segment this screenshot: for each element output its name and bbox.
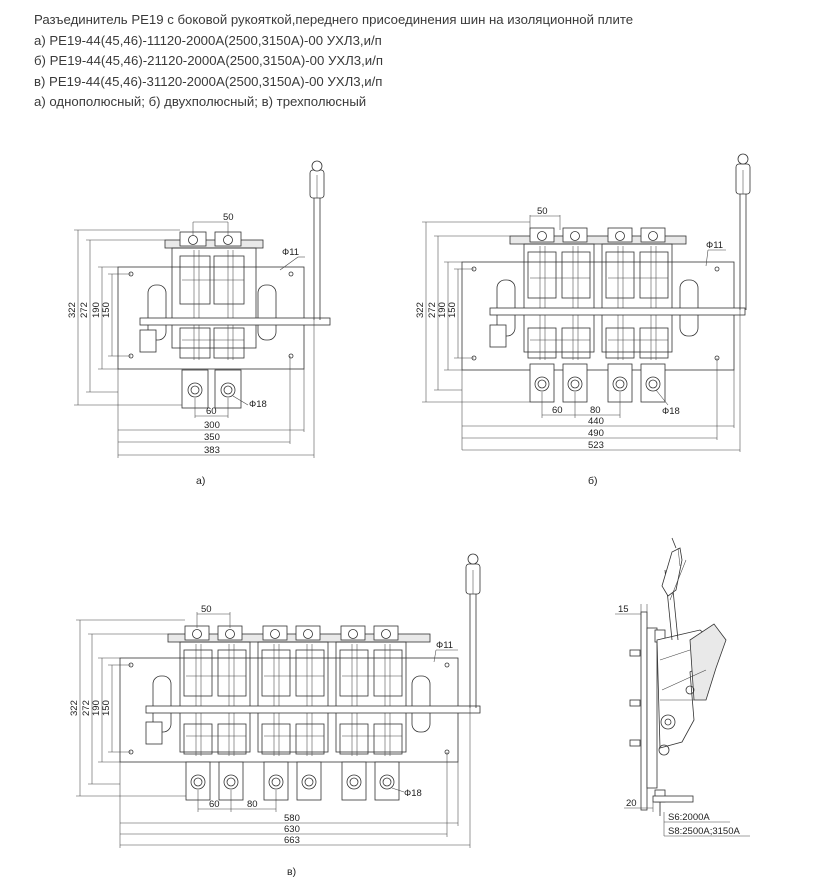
header: Разъединитель РЕ19 с боковой рукояткой,п… bbox=[34, 10, 633, 113]
drawing-b-shaft bbox=[489, 307, 746, 316]
side-top-dim: 15 bbox=[615, 604, 648, 620]
drawing-c-dim-60: 60 bbox=[209, 799, 220, 810]
drawing-c-hole-leader bbox=[433, 649, 437, 663]
drawing-b-hole-leader bbox=[705, 249, 709, 267]
drawing-a-bottom-dims: 60 300 350 383 bbox=[117, 320, 315, 458]
drawing-b-bottom-dims: 60 80 440 490 523 bbox=[461, 310, 741, 452]
drawing-a-bolt-label: Ф18 bbox=[249, 399, 267, 410]
drawing-c-pole-3 bbox=[335, 641, 407, 756]
drawing-c-dim-663: 663 bbox=[284, 835, 300, 846]
drawing-c-hole-label: Ф11 bbox=[436, 640, 453, 651]
drawing-b-handle bbox=[735, 153, 751, 310]
drawing-c-dim-580: 580 bbox=[284, 813, 300, 824]
drawing-b-busbar bbox=[509, 235, 687, 245]
drawing-a-bottom-terminals bbox=[181, 369, 242, 409]
drawing-c-pole-1 bbox=[179, 641, 251, 756]
drawing-a-bolt-leader bbox=[232, 395, 249, 406]
drawing-a-plate-holes bbox=[128, 271, 294, 359]
side-mechanism bbox=[656, 623, 727, 756]
drawing-b-hole-label: Ф11 bbox=[706, 240, 723, 251]
drawing-b-top-dim: 50 bbox=[529, 206, 561, 230]
side-note-s8: S8:2500A;3150A bbox=[668, 826, 741, 837]
drawing-b-bolt-label: Ф18 bbox=[662, 406, 680, 417]
drawing-a-dim-150: 150 bbox=[101, 302, 112, 318]
drawing-b-dim-150: 150 bbox=[447, 302, 458, 318]
drawing-c-pole-2 bbox=[257, 641, 329, 756]
drawing-b-dim-80: 80 bbox=[590, 405, 601, 416]
drawing-c-bolt-leader bbox=[391, 787, 405, 793]
drawing-a-dim-383: 383 bbox=[204, 445, 220, 456]
side-handle bbox=[661, 537, 687, 641]
drawing-title: Разъединитель РЕ19 с боковой рукояткой,п… bbox=[34, 12, 634, 27]
drawing-c-dim-272: 272 bbox=[81, 700, 92, 716]
side-dim-20: 20 bbox=[626, 798, 637, 809]
drawing-b-dim-60: 60 bbox=[552, 405, 563, 416]
drawing-c-vertical-dims: 322 272 190 150 bbox=[69, 619, 186, 797]
side-bottom-dim: 20 bbox=[624, 798, 661, 812]
drawing-b-bolt-leader bbox=[655, 389, 669, 406]
drawing-c-bottom-dims: 60 80 580 630 663 bbox=[119, 708, 471, 848]
drawing-b-pole-1 bbox=[523, 243, 595, 360]
drawing-c-dim-80: 80 bbox=[247, 799, 258, 810]
drawing-a-dim-300: 300 bbox=[204, 420, 220, 431]
drawing-c-latches bbox=[145, 675, 431, 745]
variant-c-designation: в) РЕ19-44(45,46)-31120-2000А(2500,3150А… bbox=[34, 73, 383, 89]
drawing-a-caption: а) bbox=[196, 475, 205, 487]
side-note-s6: S6:2000A bbox=[668, 812, 710, 823]
side-dim-15: 15 bbox=[618, 604, 629, 615]
drawing-b-dim-490: 490 bbox=[588, 428, 604, 439]
drawing-b-caption: б) bbox=[588, 475, 598, 487]
drawing-b-dim-322: 322 bbox=[415, 302, 426, 318]
drawing-b-dim-190: 190 bbox=[437, 302, 448, 318]
drawing-c-dim-150: 150 bbox=[101, 700, 112, 716]
side-plate bbox=[640, 611, 648, 811]
drawing-b: 322 272 190 150 50 60 80 440 490 bbox=[415, 153, 751, 487]
drawing-c-dim-630: 630 bbox=[284, 824, 300, 835]
drawing-a-top-dim: 50 bbox=[192, 212, 234, 235]
drawing-a-handle bbox=[309, 160, 325, 320]
drawing-side: 15 20 S6:2000A S8:2500A;3150A bbox=[615, 537, 750, 837]
drawing-b-vertical-dims: 322 272 190 150 bbox=[415, 221, 530, 403]
drawing-c-bolt-label: Ф18 bbox=[404, 788, 422, 799]
drawing-b-dim-523: 523 bbox=[588, 440, 604, 451]
drawing-b-dim-440: 440 bbox=[588, 416, 604, 427]
drawing-c-handle bbox=[465, 553, 481, 708]
drawing-b-bottom-terminals bbox=[529, 363, 666, 403]
drawing-a-pole bbox=[171, 247, 257, 360]
drawing-b-pole-2 bbox=[601, 243, 673, 360]
variant-a-designation: а) РЕ19-44(45,46)-11120-2000А(2500,3150А… bbox=[34, 32, 382, 48]
drawing-c-dim-322: 322 bbox=[69, 700, 80, 716]
drawing-a: 322 272 190 150 50 60 300 350 3 bbox=[67, 160, 331, 487]
drawing-c-shaft bbox=[145, 705, 481, 714]
drawing-a-dim-322: 322 bbox=[67, 302, 78, 318]
drawing-a-dim-350: 350 bbox=[204, 432, 220, 443]
drawing-c-dim-50: 50 bbox=[201, 604, 212, 615]
side-base bbox=[646, 627, 658, 789]
drawing-a-latches bbox=[139, 284, 277, 353]
pole-legend: а) однополюсный; б) двухполюсный; в) тре… bbox=[34, 94, 367, 109]
variant-b-designation: б) РЕ19-44(45,46)-21120-2000А(2500,3150А… bbox=[34, 53, 383, 68]
drawing-c-caption: в) bbox=[287, 866, 296, 878]
drawing-a-dim-60: 60 bbox=[206, 406, 217, 417]
drawing-a-vertical-dims: 322 272 190 150 bbox=[67, 229, 182, 406]
drawing-a-hole-leader bbox=[279, 256, 299, 271]
drawing-b-dim-272: 272 bbox=[427, 302, 438, 318]
drawing-c-bottom-terminals bbox=[185, 761, 400, 801]
drawing-a-dim-272: 272 bbox=[79, 302, 90, 318]
drawing-c-dim-190: 190 bbox=[91, 700, 102, 716]
drawing-b-top-terminals bbox=[529, 227, 666, 243]
drawing-a-dim-50: 50 bbox=[223, 212, 234, 223]
drawing-a-dim-190: 190 bbox=[91, 302, 102, 318]
drawing-b-plate bbox=[461, 261, 735, 371]
drawing-b-dim-50: 50 bbox=[537, 206, 548, 217]
drawing-c-top-dim: 50 bbox=[196, 604, 231, 628]
drawing-c: 322 272 190 150 50 60 80 580 630 bbox=[69, 553, 481, 878]
drawing-a-shaft bbox=[139, 317, 331, 326]
drawing-a-hole-label: Ф11 bbox=[282, 247, 299, 258]
